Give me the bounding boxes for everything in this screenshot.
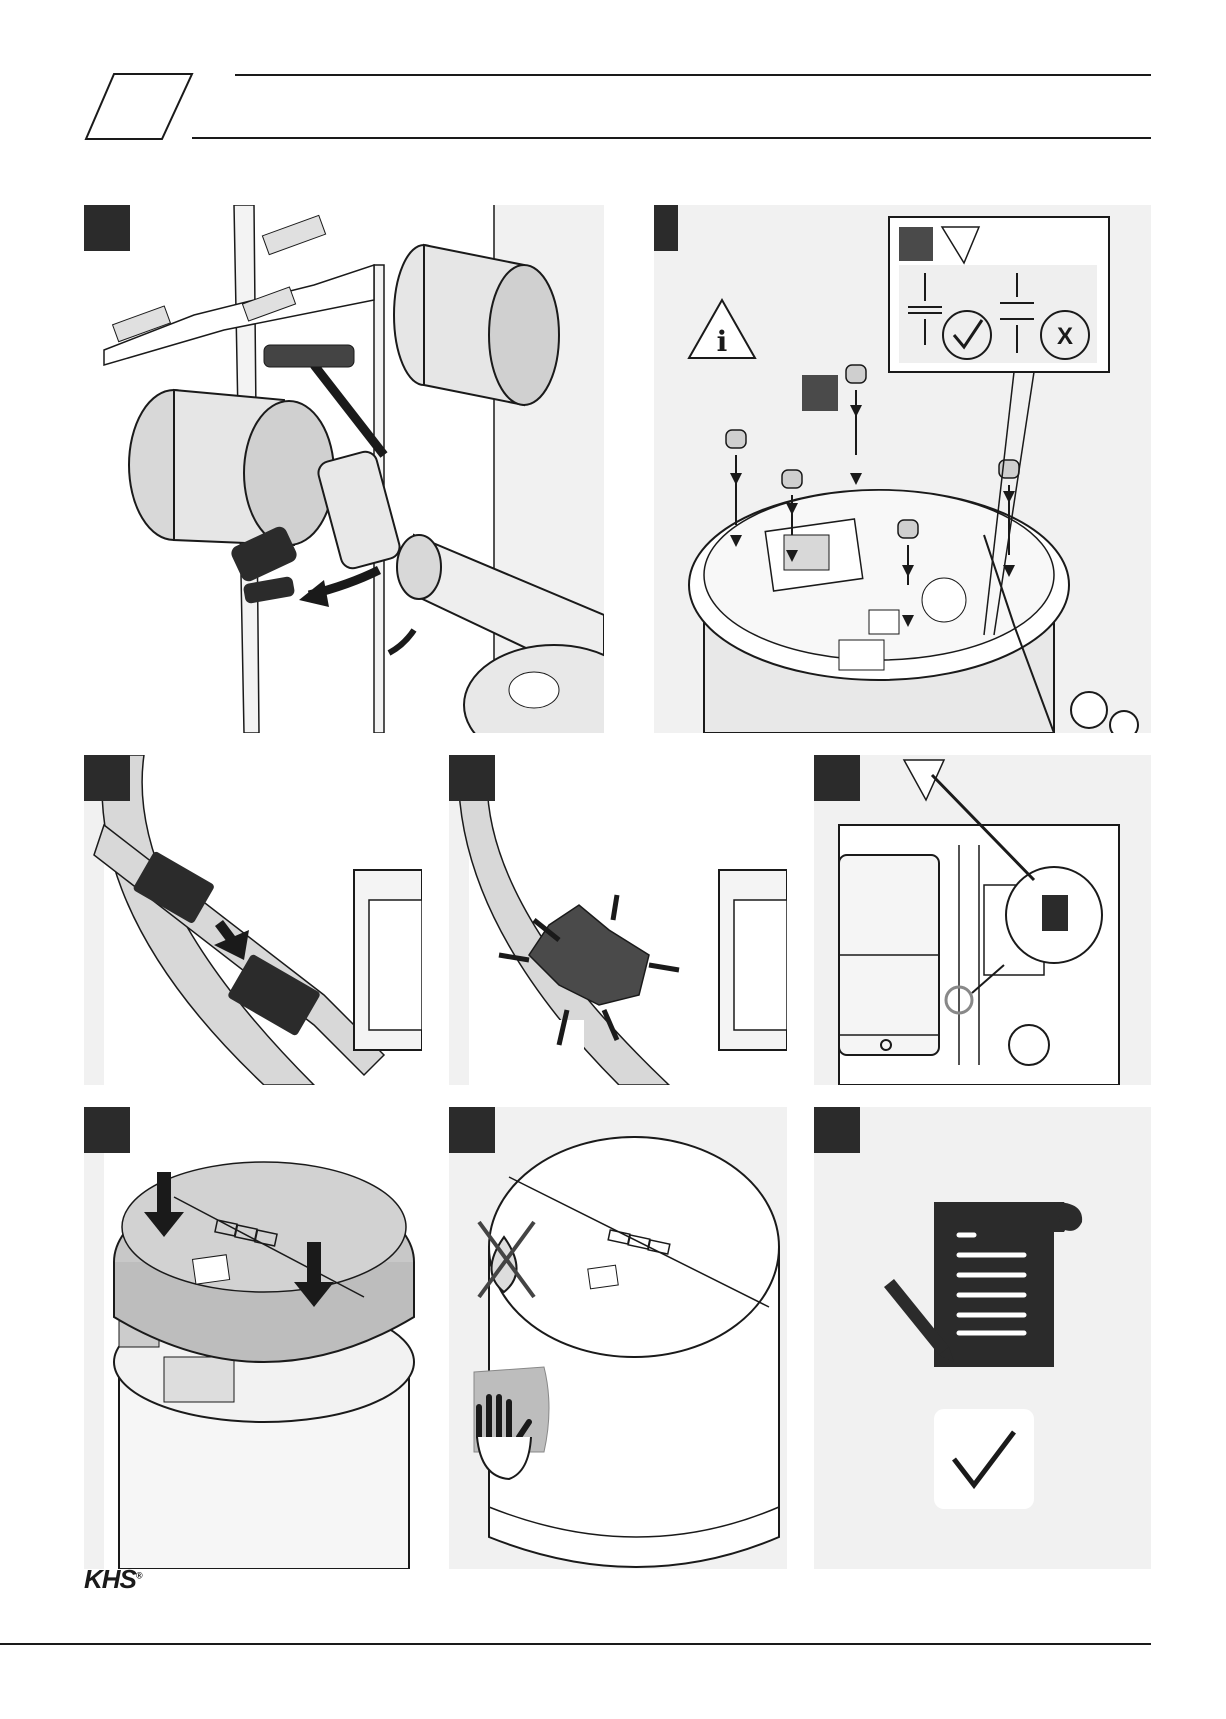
step-badge-2 (654, 205, 678, 251)
step-panel-4 (449, 755, 787, 1085)
step-panel-1 (84, 205, 604, 733)
step-badge-7 (449, 1107, 495, 1153)
cable-routing-illustration (814, 755, 1151, 1085)
svg-text:i: i (717, 325, 728, 358)
step-panel-3 (84, 755, 422, 1085)
header-top-rule (235, 74, 1151, 76)
step-badge-1 (84, 205, 130, 251)
step-badge-8 (814, 1107, 860, 1153)
svg-text:X: X (1057, 323, 1073, 350)
connector-plugging-illustration (84, 755, 422, 1085)
header-bottom-rule (192, 137, 1151, 139)
step-panel-2: i X (654, 205, 1151, 733)
step-panel-5 (814, 755, 1151, 1085)
info-warning-icon: i (689, 300, 755, 358)
lid-placement-illustration (84, 1107, 422, 1569)
footer-rule (0, 1643, 1151, 1645)
connector-click-illustration (449, 755, 787, 1085)
step-badge-6 (84, 1107, 130, 1153)
cover-pins-illustration: i X (654, 205, 1151, 733)
dry-wipe-illustration (449, 1107, 787, 1569)
step-panel-7 (449, 1107, 787, 1569)
step-panel-8 (814, 1107, 1151, 1569)
step-badge-3 (84, 755, 130, 801)
chapter-parallelogram (84, 72, 196, 142)
khs-logo: KHS® (84, 1564, 142, 1595)
valve-handle-illustration (84, 205, 604, 733)
step-badge-5 (814, 755, 860, 801)
document-sign-illustration (814, 1107, 1151, 1569)
step-badge-4 (449, 755, 495, 801)
step-panel-6 (84, 1107, 422, 1569)
